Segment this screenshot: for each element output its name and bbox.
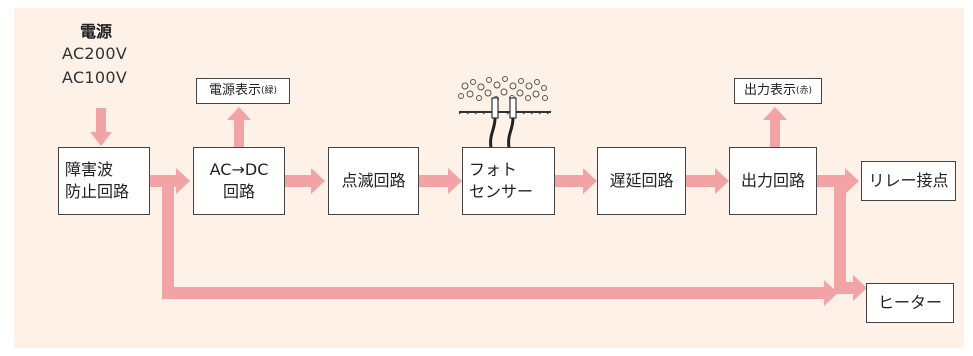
arrow-output-to-heater [834,182,867,301]
photosensor-line1: フォト [469,160,518,179]
photosensor-illustration [458,76,552,149]
power-voltage-100: AC100V [62,68,128,87]
photosensor-block: フォト センサー [462,147,555,215]
arrow-blink-to-photo [419,168,462,194]
arrow-output-to-relay [817,168,859,194]
blink-circuit-block: 点滅回路 [328,147,419,215]
acdc-line2: 回路 [222,182,255,201]
output-indicator-label: 出力表示 [743,83,796,98]
output-circuit-label: 出力回路 [740,171,805,190]
delay-circuit-label: 遅延回路 [609,171,674,190]
heater-block: ヒーター [866,283,954,323]
arrow-surge-loop-to-heater [162,175,838,306]
output-indicator-color: (赤) [795,86,813,96]
heater-label: ヒーター [877,293,942,312]
relay-contact-label: リレー接点 [868,171,949,190]
relay-contact-block: リレー接点 [861,161,956,201]
acdc-line1: AC→DC [209,160,269,179]
delay-circuit-block: 遅延回路 [597,147,686,215]
arrow-output-to-output-indicator [763,107,787,147]
arrow-acdc-to-power-indicator [227,107,251,147]
arrow-acdc-to-blink [285,168,325,194]
acdc-block: AC→DC 回路 [193,147,285,215]
surge-protection-line1: 障害波 [65,160,114,179]
arrow-power-to-surge [90,108,112,146]
surge-protection-block: 障害波 防止回路 [58,147,150,215]
blink-circuit-label: 点滅回路 [341,171,406,190]
surge-protection-line2: 防止回路 [65,182,130,201]
photosensor-line2: センサー [469,182,534,201]
output-circuit-block: 出力回路 [729,147,817,215]
arrow-photo-to-delay [555,168,597,194]
power-indicator-label: 電源表示 [208,83,261,98]
power-indicator-box: 電源表示(緑) [196,78,290,104]
arrow-delay-to-output [686,168,729,194]
power-voltage-200: AC200V [62,44,128,63]
output-indicator-box: 出力表示(赤) [734,78,822,104]
power-title: 電源 [80,22,113,41]
power-indicator-color: (緑) [260,86,278,96]
